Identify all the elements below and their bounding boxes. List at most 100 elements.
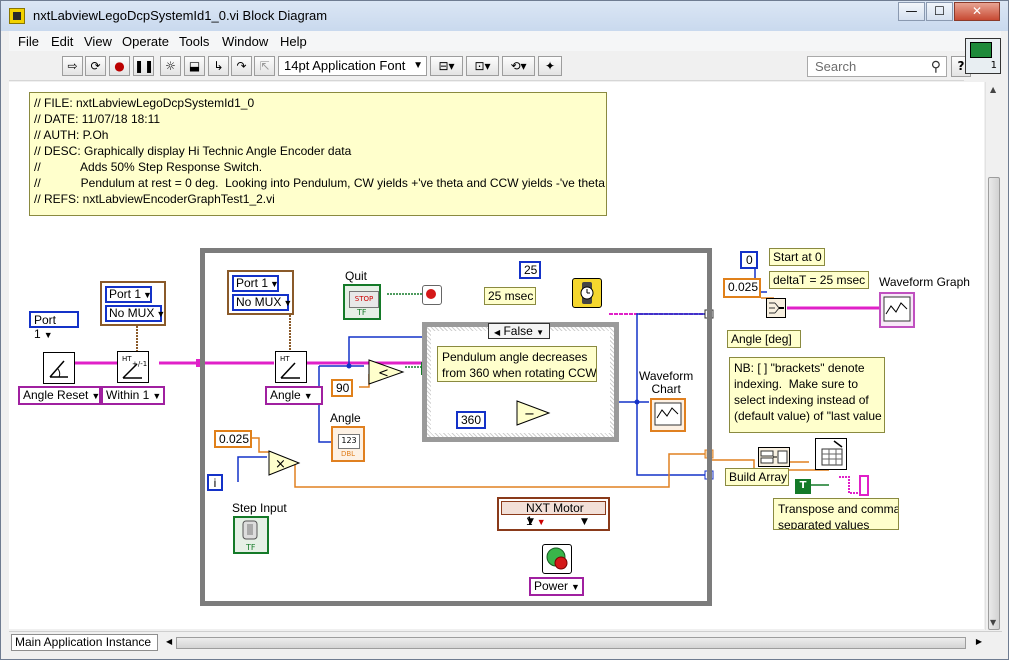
port-mux-cluster-mid[interactable]: Port 1▼ No MUX▼ <box>100 281 166 326</box>
angle-reset-vi-icon[interactable] <box>43 352 75 384</box>
diagram-canvas[interactable]: // FILE: nxtLabviewLegoDcpSystemId1_0 //… <box>9 82 984 629</box>
menu-help[interactable]: Help <box>280 34 307 49</box>
start-comment[interactable]: Start at 0 <box>769 248 825 266</box>
angle-indicator[interactable]: 123 DBL <box>331 426 365 462</box>
menu-window[interactable]: Window <box>222 34 269 49</box>
waveform-graph-terminal[interactable] <box>879 292 915 328</box>
chevron-down-icon: ▼ <box>91 391 101 401</box>
vertical-scroll-thumb[interactable] <box>988 177 1000 630</box>
abort-icon[interactable]: ● <box>109 56 130 76</box>
font-select[interactable]: 14pt Application Font ▼ <box>278 56 427 76</box>
chevron-down-icon: ▼ <box>283 298 293 308</box>
multiply-icon[interactable]: × <box>267 450 301 476</box>
nb-indexing-comment[interactable]: NB: [ ] "brackets" denote indexing. Make… <box>729 357 885 433</box>
menu-view[interactable]: View <box>84 34 112 49</box>
port-select-loop[interactable]: Port 1▼ <box>232 275 279 292</box>
menu-operate[interactable]: Operate <box>122 34 169 49</box>
while-loop-frame[interactable] <box>200 248 712 606</box>
quit-stop-button[interactable]: STOP TF <box>343 284 381 320</box>
align-objects-icon[interactable]: ⊟▾ <box>430 56 463 76</box>
port-select-mid[interactable]: Port 1▼ <box>105 286 152 303</box>
loop-iteration-terminal[interactable]: i <box>207 474 223 491</box>
waveform-chart-terminal[interactable] <box>650 398 686 432</box>
step-into-icon[interactable]: ↳ <box>208 56 229 76</box>
write-spreadsheet-icon[interactable] <box>815 438 847 470</box>
menu-edit[interactable]: Edit <box>51 34 74 49</box>
array-icon <box>760 450 788 464</box>
nxt-motor-select[interactable]: NXT Motor 1▼ <box>501 501 606 528</box>
vertical-scrollbar[interactable]: ▲ ▼ <box>985 82 1003 630</box>
port-select-loop-value: Port 1 <box>236 276 269 290</box>
maximize-button[interactable]: ☐ <box>926 2 953 21</box>
step-over-icon[interactable]: ↷ <box>231 56 252 76</box>
wait-ms-constant[interactable]: 25 <box>519 261 541 279</box>
power-ring[interactable]: Power▼ <box>529 577 584 596</box>
pause-icon[interactable]: ❚❚ <box>133 56 154 76</box>
port-constant-left[interactable]: Port 1▼ <box>29 311 79 341</box>
deltat-comment[interactable]: deltaT = 25 msec <box>769 271 869 289</box>
watch-icon <box>580 282 594 304</box>
scroll-left-icon[interactable]: ◀ <box>166 637 173 646</box>
angle-deg-comment[interactable]: Angle [deg] <box>727 330 801 348</box>
menu-tools[interactable]: Tools <box>179 34 210 49</box>
angle-reset-ring[interactable]: Angle Reset▼ <box>18 386 101 405</box>
mux-select-mid[interactable]: No MUX▼ <box>105 305 165 322</box>
horizontal-scroll-thumb[interactable] <box>176 637 966 649</box>
step-out-icon[interactable]: ⇱ <box>254 56 275 76</box>
menu-file[interactable]: File <box>18 34 39 49</box>
port-mux-cluster-loop[interactable]: Port 1▼ No MUX▼ <box>227 270 294 315</box>
loop-stop-condition-icon[interactable] <box>422 285 442 305</box>
build-array-comment[interactable]: Build Array <box>725 468 789 486</box>
case-comment[interactable]: Pendulum angle decreases from 360 when r… <box>437 346 597 382</box>
constant-360[interactable]: 360 <box>456 411 486 429</box>
chevron-down-icon[interactable]: ▼ <box>581 517 588 527</box>
chevron-down-icon[interactable]: ▼ <box>527 517 534 527</box>
deltat-constant[interactable]: 0.025 <box>723 278 761 298</box>
bundle-waveform-icon[interactable] <box>766 298 786 318</box>
within-ring[interactable]: Within 1▼ <box>101 386 165 405</box>
read-angle-vi-icon[interactable]: HT <box>275 351 307 383</box>
constant-90[interactable]: 90 <box>331 379 353 397</box>
retain-wire-values-icon[interactable]: ⬓ <box>184 56 205 76</box>
path-terminal-icon[interactable] <box>859 475 869 496</box>
application-instance[interactable]: Main Application Instance <box>11 634 158 651</box>
mux-select-loop[interactable]: No MUX▼ <box>232 294 293 311</box>
scroll-right-icon[interactable]: ▶ <box>975 637 982 646</box>
wait-timer-icon[interactable] <box>572 278 602 308</box>
clean-up-diagram-icon[interactable]: ✦ <box>538 56 562 76</box>
nxt-motor-cluster[interactable]: NXT Motor 1▼ ▼ ▼ <box>497 497 610 531</box>
chevron-left-icon[interactable]: ◀ <box>493 328 501 337</box>
chevron-down-icon[interactable]: ▼ <box>536 328 545 337</box>
constant-0025-loop[interactable]: 0.025 <box>214 430 252 448</box>
transpose-comment[interactable]: Transpose and comma separated values <box>773 498 899 530</box>
horizontal-scrollbar[interactable]: ◀ ▶ <box>164 636 984 650</box>
vi-icon[interactable]: 1 <box>965 38 1001 74</box>
case-selector[interactable]: ◀ False ▼ <box>488 323 550 339</box>
header-comment[interactable]: // FILE: nxtLabviewLegoDcpSystemId1_0 //… <box>29 92 607 216</box>
scroll-up-icon[interactable]: ▲ <box>990 85 997 94</box>
run-arrow-icon[interactable]: ⇨ <box>62 56 83 76</box>
motor-power-vi-icon[interactable] <box>542 544 572 574</box>
scroll-down-icon[interactable]: ▼ <box>990 618 997 627</box>
reorder-icon[interactable]: ⟲▾ <box>502 56 535 76</box>
start-constant[interactable]: 0 <box>740 251 758 269</box>
svg-text:−: − <box>524 407 535 422</box>
search-input[interactable]: Search ⚲ <box>807 56 947 77</box>
close-button[interactable]: ✕ <box>954 2 1000 21</box>
minimize-button[interactable]: — <box>898 2 925 21</box>
highlight-execution-icon[interactable]: ☼ <box>160 56 181 76</box>
search-icon[interactable]: ⚲ <box>930 58 941 74</box>
less-than-icon[interactable]: < <box>367 359 407 385</box>
nxt-motor-value: NXT Motor 1 <box>526 501 584 528</box>
build-array-icon[interactable] <box>758 447 790 467</box>
step-input-toggle[interactable]: TF <box>233 516 269 554</box>
angle-within-vi-icon[interactable]: HT+/-1 <box>117 351 149 383</box>
transpose-constant[interactable]: T <box>795 479 811 494</box>
subtract-icon[interactable]: − <box>515 400 551 426</box>
run-continuously-icon[interactable]: ⟳ <box>85 56 106 76</box>
angle-ring[interactable]: Angle▼ <box>265 386 323 405</box>
wait-comment[interactable]: 25 msec <box>484 287 536 305</box>
distribute-objects-icon[interactable]: ⊡▾ <box>466 56 499 76</box>
angle-sensor-icon: HT+/-1 <box>122 355 147 379</box>
